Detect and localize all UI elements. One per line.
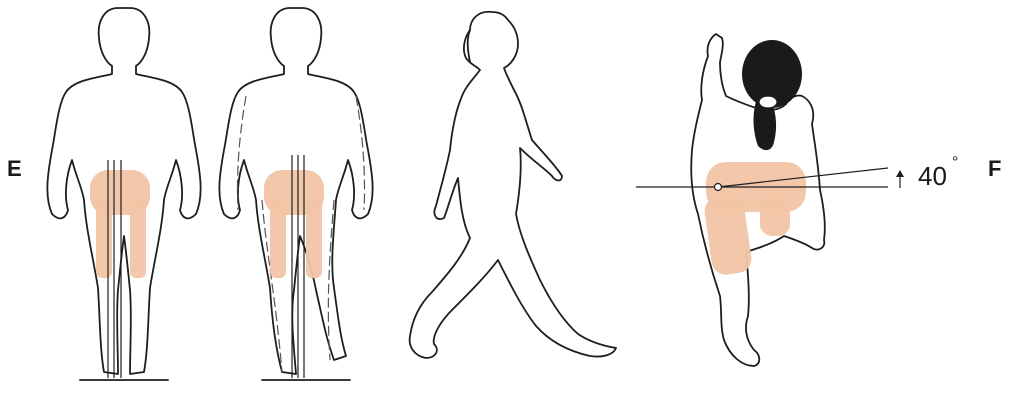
standing-figure-2	[219, 8, 372, 380]
panel-label-e: E	[7, 158, 22, 180]
degree-symbol: °	[952, 154, 958, 172]
panel-label-f: F	[988, 158, 1001, 180]
walking-figure	[410, 12, 616, 358]
top-view-figure	[636, 34, 904, 366]
standing-figure-1	[47, 8, 200, 380]
rotation-angle-value: 40	[918, 163, 947, 189]
